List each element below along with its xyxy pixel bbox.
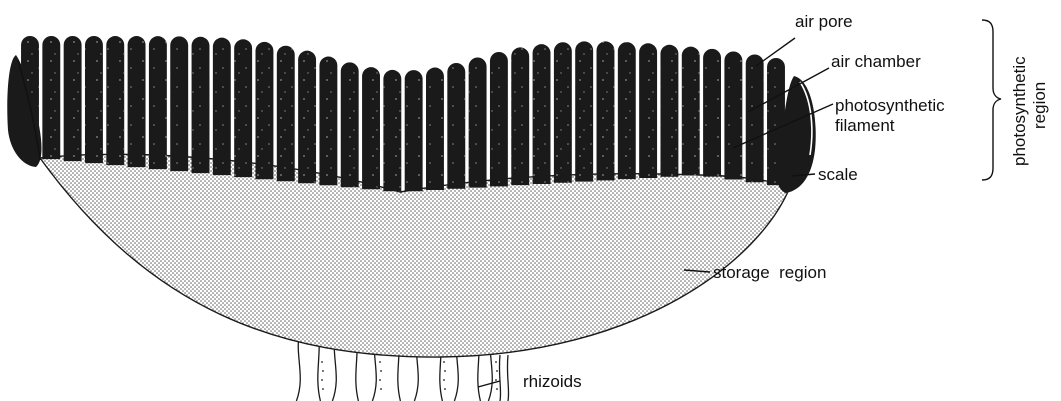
column-texture	[106, 36, 124, 165]
column-texture	[746, 54, 764, 182]
photosynthetic-region-label-line2: region	[1030, 82, 1049, 129]
column-texture	[490, 52, 508, 186]
column-texture	[42, 36, 60, 159]
rhizoid-stipple	[379, 379, 381, 381]
column-texture	[170, 36, 188, 171]
column-texture	[405, 70, 423, 191]
column-texture	[469, 57, 487, 187]
column-texture	[64, 36, 82, 161]
column-texture	[426, 68, 444, 190]
column-texture	[724, 51, 742, 179]
rhizoid-strand	[499, 355, 508, 401]
column-texture	[341, 62, 359, 187]
column-texture	[298, 51, 316, 184]
column-texture	[511, 47, 529, 185]
column-texture	[128, 36, 146, 167]
column-texture	[192, 37, 210, 173]
storage-region-label: storage region	[713, 263, 826, 282]
column-texture	[554, 42, 572, 183]
column-texture	[639, 43, 657, 178]
rhizoid-stipple	[322, 388, 324, 390]
column-texture	[213, 38, 231, 175]
rhizoid-stipple	[496, 388, 498, 390]
rhizoid-stipple	[380, 388, 382, 390]
column-texture	[85, 36, 103, 163]
column-texture	[682, 47, 700, 176]
rhizoids-leader	[478, 381, 500, 387]
column-texture	[447, 63, 465, 189]
photosynthetic-filament-label-line1: photosynthetic	[835, 96, 945, 115]
column-texture	[234, 39, 252, 177]
photosynthetic-region-label-line1: photosynthetic	[1010, 56, 1029, 166]
rhizoid-stipple	[495, 379, 497, 381]
photosynthetic-region-bracket	[982, 20, 1001, 180]
rhizoid-stipple	[321, 379, 323, 381]
rhizoid-stipple	[379, 361, 381, 363]
column-texture	[703, 49, 721, 177]
column-texture	[618, 42, 636, 179]
rhizoid-stipple	[496, 370, 498, 372]
rhizoid-stipple	[444, 388, 446, 390]
air-pore-label: air pore	[795, 12, 853, 31]
air-chamber-label: air chamber	[831, 52, 921, 71]
rhizoid-stipple	[444, 370, 446, 372]
column-texture	[149, 36, 167, 169]
rhizoid-stipple	[443, 379, 445, 381]
column-texture	[575, 41, 593, 181]
column-texture	[277, 46, 295, 182]
column-texture	[383, 70, 401, 191]
scale-label: scale	[818, 165, 858, 184]
rhizoid-stipple	[443, 361, 445, 363]
rhizoid-stipple	[495, 361, 497, 363]
rhizoid-stipple	[322, 370, 324, 372]
column-texture	[319, 57, 337, 186]
column-texture	[660, 45, 678, 177]
rhizoid-stipple	[321, 361, 323, 363]
column-texture	[533, 44, 551, 184]
column-texture	[597, 41, 615, 180]
photosynthetic-filament-label-line2: filament	[835, 116, 895, 135]
rhizoid-stipple	[380, 370, 382, 372]
column-texture	[256, 42, 274, 179]
rhizoids-label: rhizoids	[523, 372, 582, 391]
column-texture	[362, 67, 380, 189]
